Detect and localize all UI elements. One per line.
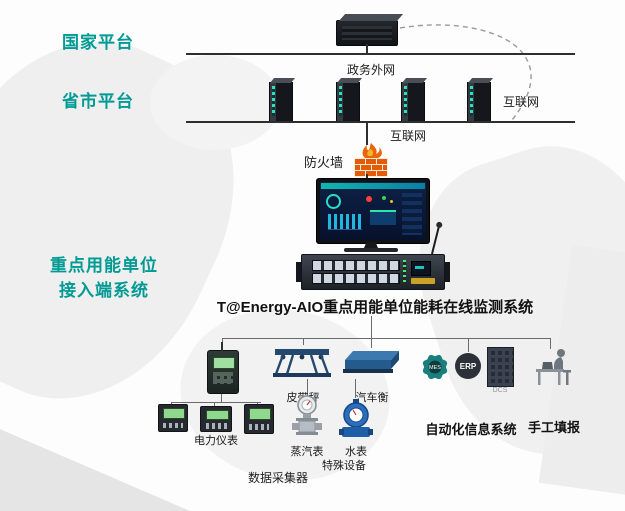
dcs-building-icon	[487, 347, 514, 387]
tree-stub-steam-meter	[307, 379, 308, 396]
dashboard-header-bar	[321, 183, 425, 189]
rack-port-row-2	[312, 273, 400, 284]
internet-center-label: 互联网	[389, 129, 426, 143]
rack-appliance-device	[296, 254, 450, 290]
power-meter-screen	[249, 408, 271, 420]
data-collector-screen	[213, 357, 235, 369]
dashboard-bar-chart	[328, 214, 362, 230]
dashboard-screen	[320, 182, 426, 240]
server-tower-1	[269, 82, 293, 122]
svg-text:MES: MES	[429, 365, 441, 371]
mes-gear-icon: MES	[422, 354, 448, 380]
dashboard-alert-dot	[366, 196, 372, 202]
power-meter-keys	[163, 422, 183, 429]
dashboard-table-panel	[402, 193, 422, 235]
data-collector-keys	[213, 372, 233, 384]
provincial-platform-label: 省市平台	[62, 92, 134, 111]
server-tower-3	[401, 82, 425, 122]
water-meter-icon	[339, 399, 373, 437]
truck-scale-icon	[343, 351, 399, 373]
rack-display	[411, 261, 431, 276]
access-system-label: 重点用能单位 接入端系统	[36, 251, 172, 301]
tree-stub-meter-2	[214, 402, 215, 407]
power-meter-label: 电力仪表	[194, 435, 238, 447]
automation-system-label: 自动化信息系统	[425, 422, 517, 437]
system-title: T@Energy-AIO重点用能单位能耗在线监测系统	[216, 299, 534, 316]
backbone-line-national	[186, 53, 575, 55]
map-watermark-shape	[150, 55, 280, 150]
dcs-caption: DCS	[492, 387, 508, 394]
data-collector-device	[207, 342, 239, 394]
rack-led-strip	[403, 260, 406, 282]
switch-drop-line	[366, 44, 368, 54]
truck-scale-label: 汽车衡	[355, 392, 389, 404]
rack-label-sticker	[411, 278, 435, 284]
power-meter-device-3	[244, 404, 274, 434]
steam-meter-label: 蒸汽表	[290, 446, 324, 458]
manual-entry-icon	[536, 349, 571, 385]
tree-stub-manual	[550, 338, 551, 349]
monitor-stand-base	[344, 248, 398, 252]
data-collector-label: 数据采集器	[247, 471, 308, 485]
dashboard-gauge-chart	[326, 194, 341, 209]
steam-meter-icon	[292, 395, 322, 435]
power-meter-screen	[163, 408, 185, 419]
tree-trunk-line	[371, 316, 372, 338]
firewall-monitor-line	[366, 174, 368, 180]
dashboard-area-chart	[370, 210, 396, 225]
power-meter-device-1	[158, 404, 188, 432]
rack-port-row-1	[312, 260, 400, 271]
tree-stub-water-meter	[355, 379, 356, 398]
tree-collector-down-line	[221, 392, 222, 402]
erp-icon-label: ERP	[459, 361, 477, 371]
firewall-drop-line	[366, 123, 368, 145]
gov-extranet-label: 政务外网	[346, 63, 395, 77]
firewall-label: 防火墙	[304, 155, 344, 170]
access-system-label-line2: 接入端系统	[59, 281, 149, 300]
access-system-label-line1: 重点用能单位	[50, 256, 158, 275]
tree-meter-bus-line	[171, 402, 261, 403]
tree-stub-automation	[468, 338, 469, 352]
backbone-line-provincial	[186, 121, 575, 123]
belt-scale-icon	[273, 349, 331, 377]
dashboard-status-dot-yellow	[390, 200, 393, 203]
water-meter-label: 水表	[345, 446, 367, 458]
firewall-icon	[354, 143, 388, 177]
core-switch-device	[336, 20, 398, 46]
internet-right-label: 互联网	[503, 95, 540, 109]
tree-bus-line	[222, 338, 550, 339]
power-meter-keys	[205, 423, 227, 429]
server-tower-2	[336, 82, 360, 122]
server-tower-4	[467, 82, 491, 122]
monitor-stand-neck	[364, 242, 378, 248]
power-meter-screen	[205, 409, 229, 421]
power-meter-keys	[249, 424, 269, 431]
manual-entry-label: 手工填报	[527, 420, 580, 435]
monitor-device	[316, 178, 430, 244]
dashboard-status-dot-green	[382, 196, 386, 200]
tree-stub-belt-scale	[303, 338, 304, 345]
national-platform-label: 国家平台	[62, 33, 134, 52]
special-equipment-label: 特殊设备	[322, 460, 366, 472]
tree-stub-truck-scale	[371, 338, 372, 348]
erp-circle-icon: ERP	[455, 353, 481, 379]
power-meter-device-2	[200, 406, 232, 432]
switch-vent-slots	[342, 26, 392, 40]
